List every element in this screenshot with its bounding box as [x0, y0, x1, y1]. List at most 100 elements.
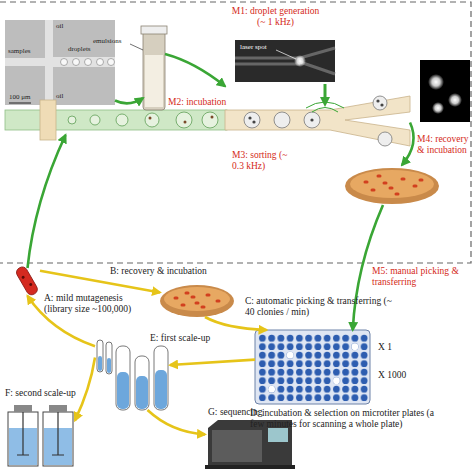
- bright-droplet: [448, 93, 462, 107]
- annotation-label: oil: [56, 92, 63, 100]
- droplet: [378, 132, 392, 146]
- chip-photo: [5, 20, 115, 105]
- colonies: [175, 293, 219, 307]
- cell: [211, 116, 214, 119]
- flow-arrow: [28, 296, 96, 346]
- small-tube: [106, 342, 112, 374]
- stage-label: M3: sorting (~ 0.3 kHz): [232, 150, 288, 172]
- cell: [149, 117, 152, 120]
- flow-arrow: [170, 360, 255, 365]
- outlet-channel: [53, 57, 115, 67]
- droplet: [373, 96, 387, 110]
- flow-arrow: [402, 123, 414, 166]
- microtiter-plate: D: incubation & selection on microtiter …: [255, 330, 370, 404]
- culture-tube: [154, 346, 168, 410]
- red-tube: [15, 265, 40, 296]
- droplet: [176, 112, 192, 128]
- stage-label: M1: droplet generation (~ 1 kHz): [228, 6, 323, 28]
- channel-photo: [235, 48, 335, 74]
- flow-arrow: [75, 358, 95, 421]
- petri-dish: [345, 168, 439, 204]
- stage-label: E: first scale-up: [150, 333, 230, 344]
- dashed-border: [0, 2, 471, 263]
- annotation-label: X 1: [378, 342, 392, 353]
- sequencer-base: [205, 465, 295, 469]
- culture-dish: B: recovery & incubation: [160, 282, 235, 317]
- annotation-label: 100 μm: [9, 93, 30, 101]
- droplet: [108, 59, 115, 66]
- stirrer: [17, 412, 29, 455]
- droplet: [73, 59, 80, 66]
- stage-label: A: mild mutagenesis (library size ~100,0…: [44, 293, 139, 315]
- flow-arrow: [148, 410, 206, 434]
- empty-well: [268, 386, 275, 393]
- cell: [248, 116, 251, 119]
- empty-well: [333, 377, 340, 384]
- droplet: [85, 59, 92, 66]
- culture: [136, 376, 148, 409]
- bright-droplet: [432, 102, 444, 114]
- stage-label: D: incubation & selection on microtiter …: [250, 408, 442, 430]
- laser-spot: [294, 55, 306, 67]
- arrow-label: C: automatic picking & transferring (~ 4…: [245, 296, 395, 318]
- incubation-tube: M2: incubation: [143, 30, 165, 110]
- culture-tube: [135, 356, 149, 410]
- petri-dish: [160, 285, 234, 317]
- culture-tubes: E: first scale-up: [95, 335, 170, 410]
- droplet: [90, 115, 100, 125]
- flow-arrow: [165, 54, 225, 86]
- annotation-label: oil: [56, 22, 63, 30]
- bioreactor: [43, 412, 73, 466]
- motor: [14, 405, 32, 412]
- stage-label: M2: incubation: [168, 97, 238, 108]
- mutagenesis-tube: [15, 265, 40, 296]
- culture-dish: M4: recovery & incubation: [345, 165, 440, 205]
- motor: [49, 405, 67, 412]
- droplet: [274, 112, 290, 128]
- sequencer-screen: [268, 428, 288, 442]
- cell: [252, 120, 255, 123]
- bright-droplet: [428, 74, 444, 90]
- cell: [380, 103, 383, 106]
- droplet: [68, 116, 76, 124]
- culture: [155, 370, 167, 409]
- tube-cap: [141, 26, 167, 34]
- well-grid: [258, 334, 369, 402]
- stage-label: G: sequencing: [208, 407, 288, 418]
- sequencer-panel: [212, 430, 262, 462]
- oil-channel: [45, 20, 53, 105]
- droplet: [116, 114, 128, 126]
- empty-well: [352, 343, 359, 350]
- annotation-label: samples: [8, 47, 31, 55]
- spot: [21, 275, 25, 279]
- sequencer: G: sequencing: [205, 420, 295, 468]
- leader-line: [130, 44, 143, 50]
- annotation-label: laser spot: [240, 43, 267, 51]
- leader-line: [276, 50, 296, 59]
- microtiter-plate: [255, 330, 370, 404]
- droplet: [202, 112, 218, 128]
- droplet: [145, 113, 159, 127]
- droplet: [61, 59, 68, 66]
- cell: [376, 99, 379, 102]
- agar: [164, 287, 230, 311]
- mutagenesis-tube: A: mild mutagenesis (library size ~100,0…: [15, 268, 40, 296]
- culture-tube: [116, 346, 130, 410]
- small-tube: [97, 340, 103, 372]
- sorting-chip: M3: sorting (~ 0.3 kHz): [225, 40, 410, 150]
- spot: [29, 282, 33, 286]
- stage-label: F: second scale-up: [5, 388, 95, 399]
- oil-inlet-schematic: [40, 100, 56, 140]
- colonies: [365, 176, 422, 194]
- fluorescence-inset: [420, 60, 470, 122]
- droplet: [304, 112, 320, 128]
- bioreactor: [8, 412, 38, 466]
- annotation-label: droplets: [68, 45, 91, 53]
- bioreactor: F: second scale-up: [5, 400, 75, 468]
- stage-label: B: recovery & incubation: [110, 266, 250, 277]
- culture: [117, 372, 129, 409]
- culture: [107, 358, 111, 373]
